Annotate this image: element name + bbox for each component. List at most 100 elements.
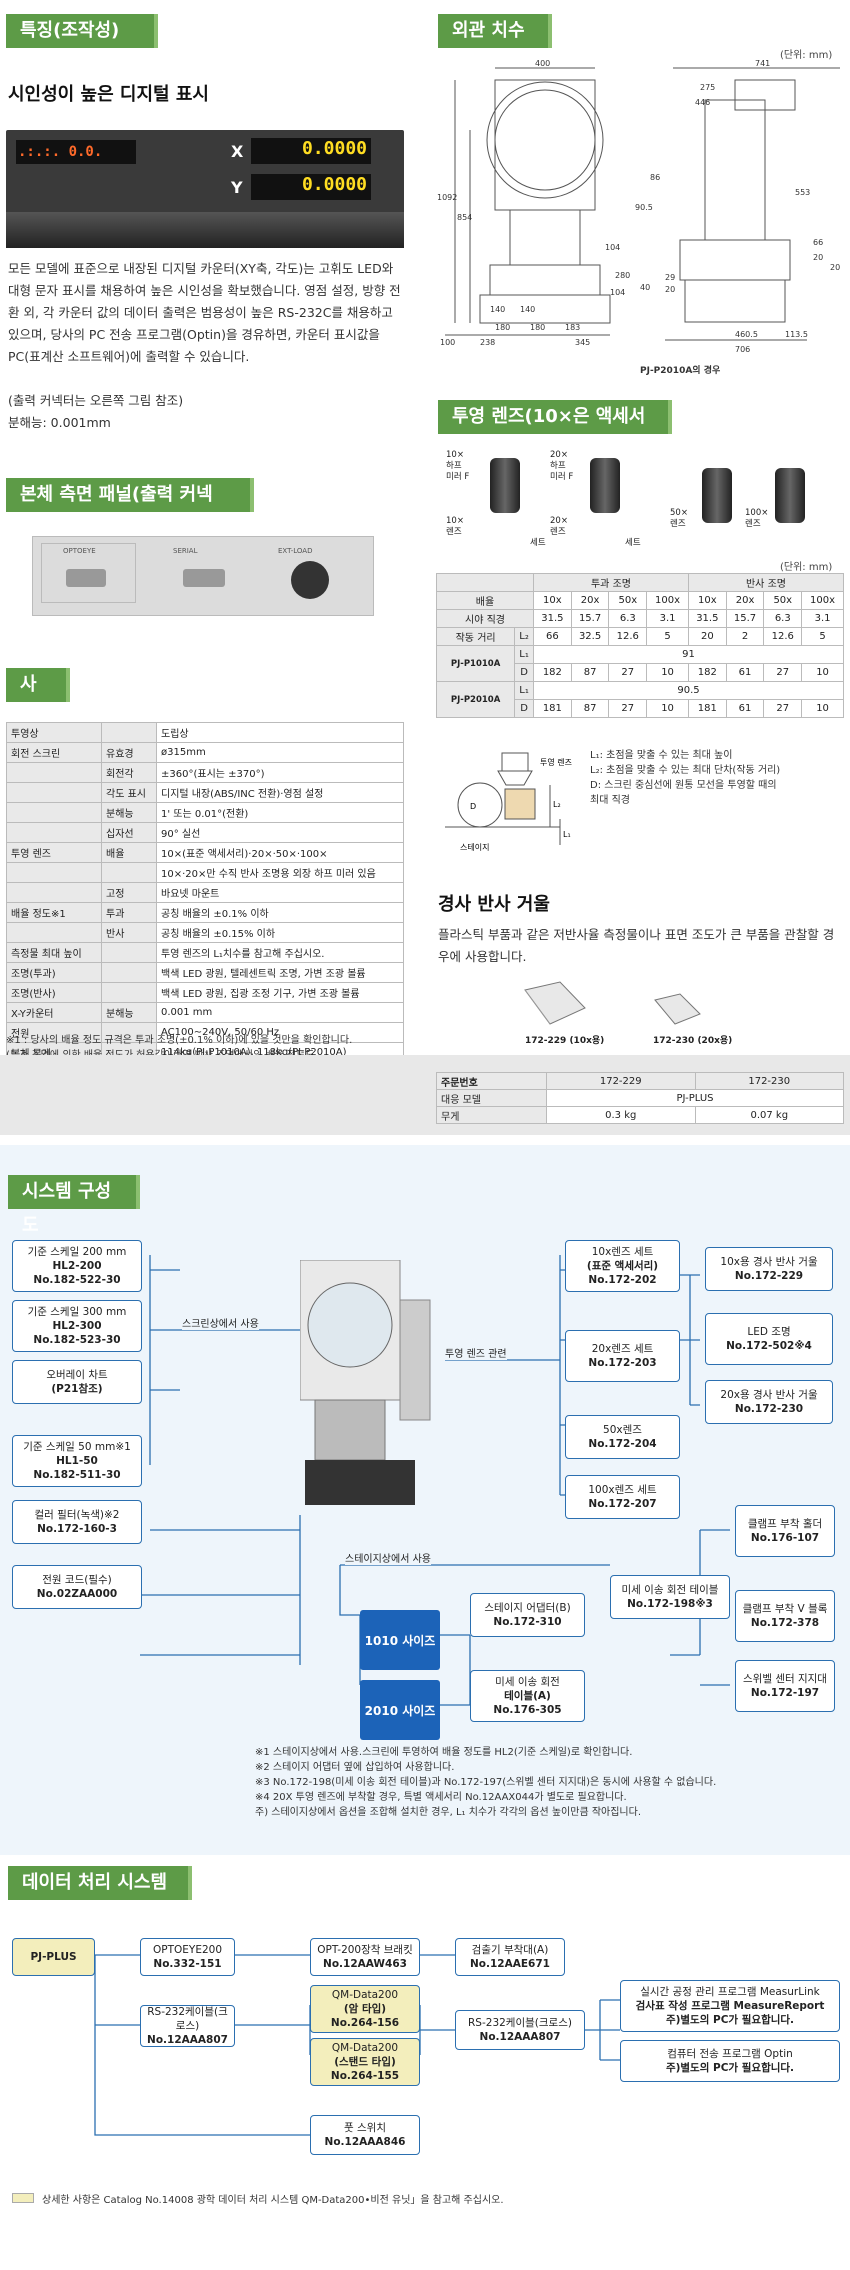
lens-cell: 87 <box>570 699 610 718</box>
box-line: 클램프 부착 홀더 <box>747 1518 823 1530</box>
data-rs232-box: RS-232케이블(크로스)No.12AAA807 <box>140 2005 235 2047</box>
box-line: No.12AAA807 <box>479 2031 561 2043</box>
mirror-10x-image <box>524 981 586 1025</box>
spec-cell: 조명(반사) <box>6 982 102 1003</box>
box-line: 스테이지 어댑터(B) <box>484 1602 571 1614</box>
spec-cell: 공칭 배율의 ±0.1% 이하 <box>156 902 404 923</box>
dim-label: 1092 <box>437 193 457 202</box>
spec-cell: 전원 <box>6 1022 102 1043</box>
system-note: ※3 No.172-198(미세 이송 회전 테이블)과 No.172-197(… <box>255 1777 717 1788</box>
diagram-l1-label: L₁ <box>563 830 571 839</box>
x-counter: 0.0000 <box>251 138 371 164</box>
system-note: ※4 20X 투영 렌즈에 부착할 경우, 특별 액세서리 No.12AAX04… <box>255 1792 627 1803</box>
system-note: 주) 스테이지상에서 옵션을 조합해 설치한 경우, L₁ 치수가 각각의 옵션… <box>255 1807 642 1818</box>
lens-group-transmit: 투과 조명 <box>533 573 689 592</box>
box-line: No.02ZAA000 <box>36 1588 118 1600</box>
box-line: 검출기 부착대(A) <box>471 1944 549 1956</box>
box-line: No.172-197 <box>750 1687 820 1699</box>
dim-label: 20 <box>830 263 840 272</box>
lens-cell: 20 <box>687 627 727 646</box>
box-line: No.172-378 <box>750 1617 820 1629</box>
mirror-20x-image <box>654 993 701 1025</box>
dim-label: 854 <box>457 213 472 222</box>
system-note: ※1 스테이지상에서 사용.스크린에 투영하여 배율 정도를 HL2(기준 스케… <box>255 1747 633 1758</box>
box-line: No.182-523-30 <box>33 1334 121 1346</box>
dim-label: 20 <box>813 253 823 262</box>
lens-cell: 배율 <box>436 591 534 610</box>
spec-cell <box>101 982 157 1003</box>
box-line: (암 타입) <box>343 2003 387 2015</box>
spec-cell <box>6 862 102 883</box>
spec-cell: 투영 렌즈 <box>6 842 102 863</box>
lens-cell: 10 <box>646 663 689 682</box>
lens-image <box>490 458 520 513</box>
box-line: No.12AAE671 <box>470 1958 550 1970</box>
counter-photo: .:.:. 0.0. X Y 0.0000 0.0000 <box>6 130 404 248</box>
box-line: 10x용 경사 반사 거울 <box>720 1256 818 1268</box>
dim-label: 100 <box>440 338 455 347</box>
mirror-cap1: 172-229 (10x용) <box>525 1036 605 1046</box>
lens-cell: 91 <box>533 645 844 664</box>
box-line: No.172-207 <box>588 1498 657 1510</box>
box-line: 기준 스케일 50 mm※1 <box>23 1441 131 1453</box>
system-size-s2010: 2010 사이즈 <box>360 1680 440 1740</box>
box-line: RS-232케이블(크로스) <box>147 2006 228 2032</box>
box-line: No.172-204 <box>588 1438 657 1450</box>
box-line: No.172-502※4 <box>726 1340 812 1352</box>
box-line: HL2-200 <box>52 1260 102 1272</box>
order-cell: 0.07 kg <box>694 1106 844 1124</box>
legend-swatch <box>12 2193 34 2203</box>
lens-cell: 50x <box>608 591 648 610</box>
dim-label: 90.5 <box>635 203 653 212</box>
lens-cell: L₂ <box>514 627 534 646</box>
lens-cell: 31.5 <box>533 609 572 628</box>
diagram-l2-label: L₂ <box>553 800 561 809</box>
box-line: No.12AAW463 <box>323 1958 407 1970</box>
box-line: 주)별도의 PC가 필요합니다. <box>665 2062 795 2074</box>
lens-cell: 15.7 <box>725 609 765 628</box>
spec-cell: 분해능 <box>101 802 157 823</box>
lens-cell: 6.3 <box>763 609 803 628</box>
box-line: 오버레이 차트 <box>46 1369 108 1381</box>
features-body: 모든 모델에 표준으로 내장된 디지털 카운터(XY축, 각도)는 고휘도 LE… <box>8 261 401 364</box>
optoeye-connector <box>66 569 106 587</box>
lens-cell: D <box>514 663 534 682</box>
order-cell: 대응 모델 <box>436 1089 547 1107</box>
spec-cell: 십자선 <box>101 822 157 843</box>
box-line: 기준 스케일 300 mm <box>27 1306 127 1318</box>
y-counter: 0.0000 <box>251 174 371 200</box>
system-label-lensrel: 투영 렌즈 관련 <box>445 1345 507 1360</box>
dim-label: 29 <box>665 273 675 282</box>
lens-cell: 100x <box>646 591 689 610</box>
box-line: (표준 액세서리) <box>586 1260 659 1272</box>
lens-cell: 31.5 <box>687 609 727 628</box>
box-line: 10x렌즈 세트 <box>591 1246 654 1258</box>
lens-cell: 10x <box>687 591 727 610</box>
lens-legend-line: 최대 직경 <box>590 795 630 806</box>
box-line: No.182-511-30 <box>33 1469 121 1481</box>
mirror-body: 플라스틱 부품과 같은 저반사율 측정물이나 표면 조도가 큰 부품을 관찰할 … <box>438 927 835 964</box>
box-line: HL2-300 <box>52 1320 102 1332</box>
angle-display: .:.:. 0.0. <box>18 144 103 160</box>
side-panel-photo: OPTOEYE SERIAL EXT-LOAD <box>32 536 374 616</box>
lens-cell: D <box>514 699 534 718</box>
spec-cell <box>101 962 157 983</box>
data-header: 데이터 처리 시스템도 <box>8 1866 192 1927</box>
lens-cell: 182 <box>533 663 572 682</box>
lens-cell: 3.1 <box>646 609 689 628</box>
spec-cell <box>6 802 102 823</box>
spec-cell: 회전각 <box>101 762 157 783</box>
spec-cell: 10×(표준 액세서리)·20×·50×·100× <box>156 842 404 863</box>
spec-cell <box>6 822 102 843</box>
